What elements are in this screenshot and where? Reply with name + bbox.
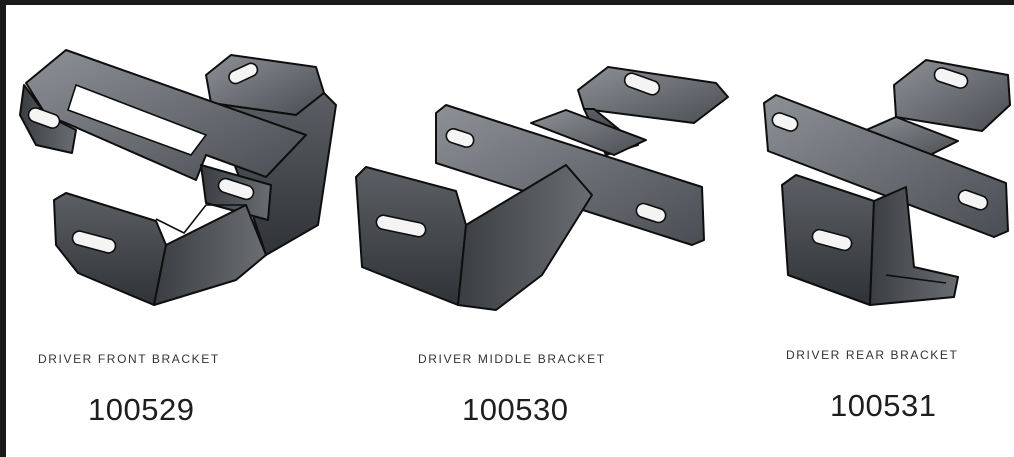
bracket-card-rear: DRIVER REAR BRACKET 100531 [746,5,1014,457]
rear-bracket-illustration [763,59,1011,306]
bracket-label: DRIVER MIDDLE BRACKET [418,352,606,366]
front-bracket-illustration [19,49,337,306]
part-number: 100530 [462,392,569,427]
bracket-label: DRIVER FRONT BRACKET [38,352,220,366]
middle-bracket-illustration [355,66,729,311]
bracket-card-front: DRIVER FRONT BRACKET 100529 [6,5,346,457]
bracket-label: DRIVER REAR BRACKET [786,348,959,362]
part-number: 100531 [830,388,937,423]
bracket-card-middle: DRIVER MIDDLE BRACKET 100530 [346,5,746,457]
part-number: 100529 [88,392,195,427]
